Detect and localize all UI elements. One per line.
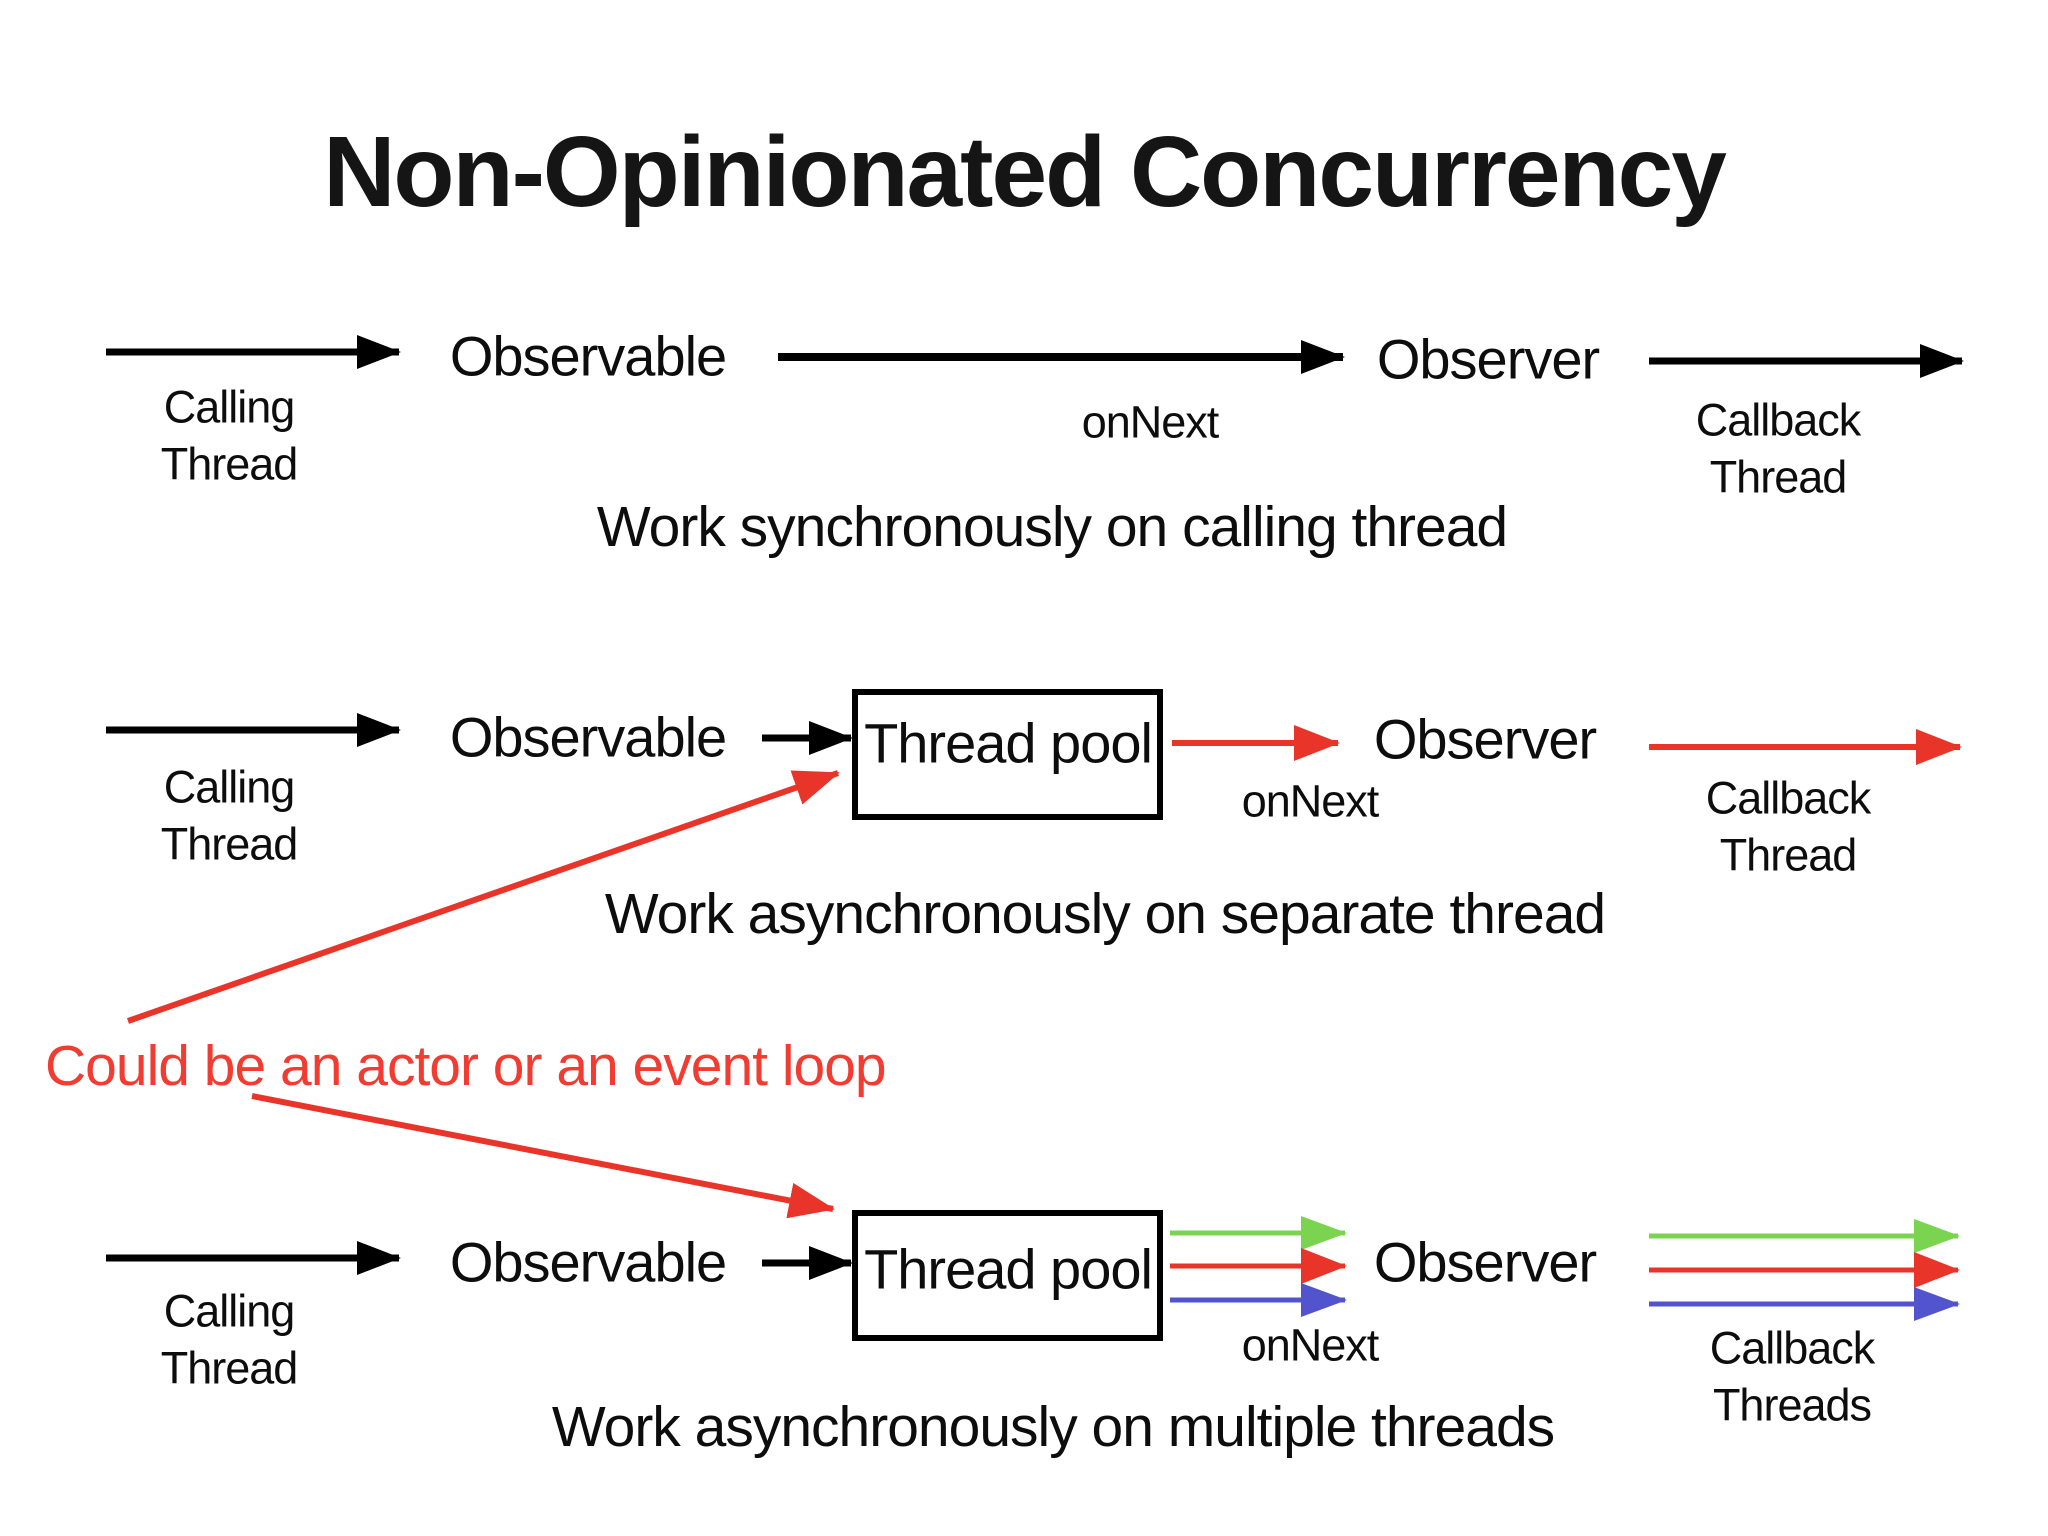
row2-thread-pool-box: [852, 689, 1163, 820]
row3-observer-label: Observer: [1373, 1230, 1597, 1294]
row3-calling-thread-label: Calling Thread: [160, 1285, 299, 1393]
row3-callback-threads-label: Callback Threads: [1709, 1322, 1876, 1430]
row3-observable-label: Observable: [449, 1230, 727, 1294]
annotation-arrow-to-row2-pool: [127, 770, 840, 1024]
row1-onnext-label: onNext: [1081, 396, 1220, 448]
annotation-text: Could be an actor or an event loop: [45, 1034, 887, 1098]
row2-observable-label: Observable: [449, 705, 727, 769]
row2-observer-label: Observer: [1373, 707, 1597, 771]
annotation-arrow-to-row3-pool: [251, 1093, 835, 1219]
row1-observable-label: Observable: [449, 324, 727, 388]
row2-calling-thread-label: Calling Thread: [160, 761, 299, 869]
row1-observer-label: Observer: [1376, 327, 1600, 391]
row2-caption: Work asynchronously on separate thread: [604, 882, 1606, 947]
row1-calling-thread-label: Calling Thread: [160, 381, 299, 489]
row2-thread-pool-label: Thread pool: [864, 711, 1153, 775]
row2-onnext-label: onNext: [1241, 775, 1380, 827]
page-title: Non-Opinionated Concurrency: [323, 116, 1727, 228]
row3-caption: Work asynchronously on multiple threads: [551, 1395, 1555, 1460]
row3-onnext-label: onNext: [1241, 1319, 1380, 1371]
row1-callback-thread-label: Callback Thread: [1695, 394, 1862, 502]
row2-callback-thread-label: Callback Thread: [1705, 772, 1872, 880]
row3-thread-pool-label: Thread pool: [864, 1237, 1153, 1301]
row3-thread-pool-box: [852, 1210, 1163, 1341]
row1-caption: Work synchronously on calling thread: [596, 495, 1508, 560]
